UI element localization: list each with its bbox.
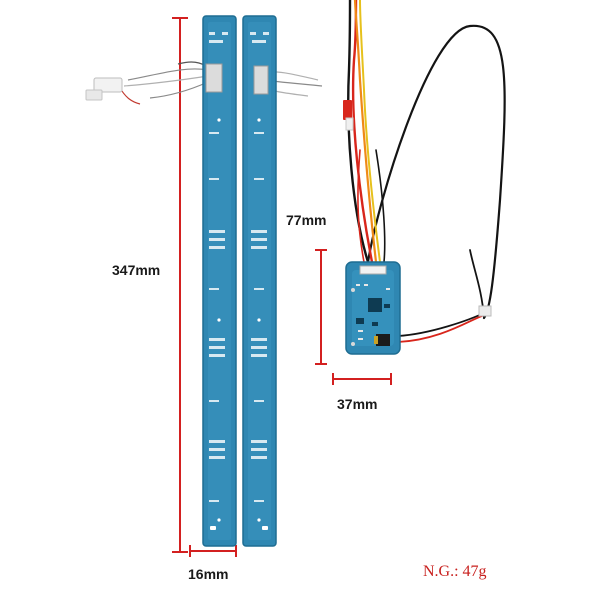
bms-board: [345, 261, 401, 355]
balance-strip-left: [202, 15, 237, 547]
mosfet-chip: [376, 334, 390, 346]
board-width-dimension: [332, 373, 392, 385]
strip-width-label: 16mm: [188, 566, 229, 582]
board-width-label: 37mm: [337, 396, 378, 412]
power-connector: [343, 100, 354, 131]
bms-header-connector: [359, 265, 387, 275]
connector-left: [205, 63, 223, 93]
output-connector: [478, 305, 492, 317]
strip-wire-harness-left: [119, 61, 209, 105]
board-height-dimension: [315, 249, 327, 365]
connector-right: [253, 65, 269, 95]
strip-length-label: 347mm: [112, 262, 161, 278]
temperature-probe: [85, 77, 123, 101]
strip-length-dimension: [172, 17, 188, 553]
net-weight-label: N.G.: 47g: [423, 563, 487, 580]
bms-wire-harness: [347, 0, 506, 343]
strip-width-dimension: [189, 545, 237, 557]
balance-strip-right: [242, 15, 277, 547]
board-height-label: 77mm: [286, 212, 327, 228]
